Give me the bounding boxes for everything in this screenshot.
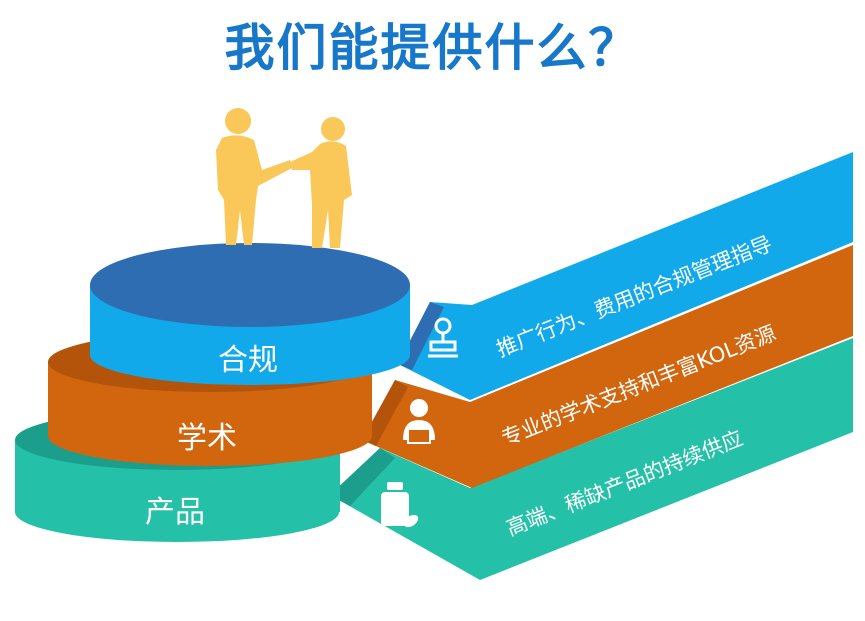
top-tier-label: 合规: [218, 343, 278, 378]
middle-ribbon: [362, 245, 853, 488]
middle-ribbon-fold: [362, 380, 408, 446]
bottom-disc-base: [15, 482, 339, 542]
middle-disc-base: [48, 406, 372, 466]
medicine-icon: [381, 482, 419, 528]
top-disc-top: [90, 243, 410, 327]
doctor-icon: [403, 399, 435, 444]
stamp-icon: [428, 317, 458, 358]
bottom-ribbon-fold: [330, 448, 395, 506]
page-title: 我们能提供什么？: [224, 19, 641, 77]
handshake-figures-icon: [216, 108, 352, 248]
top-tier: 合规 推广行为、费用的合规管理指导: [90, 152, 853, 400]
top-ribbon: [398, 152, 853, 400]
bottom-tier-label: 产品: [145, 495, 205, 530]
top-disc-base: [90, 325, 410, 385]
middle-tier-label: 学术: [177, 421, 237, 456]
bottom-ribbon: [330, 338, 853, 580]
